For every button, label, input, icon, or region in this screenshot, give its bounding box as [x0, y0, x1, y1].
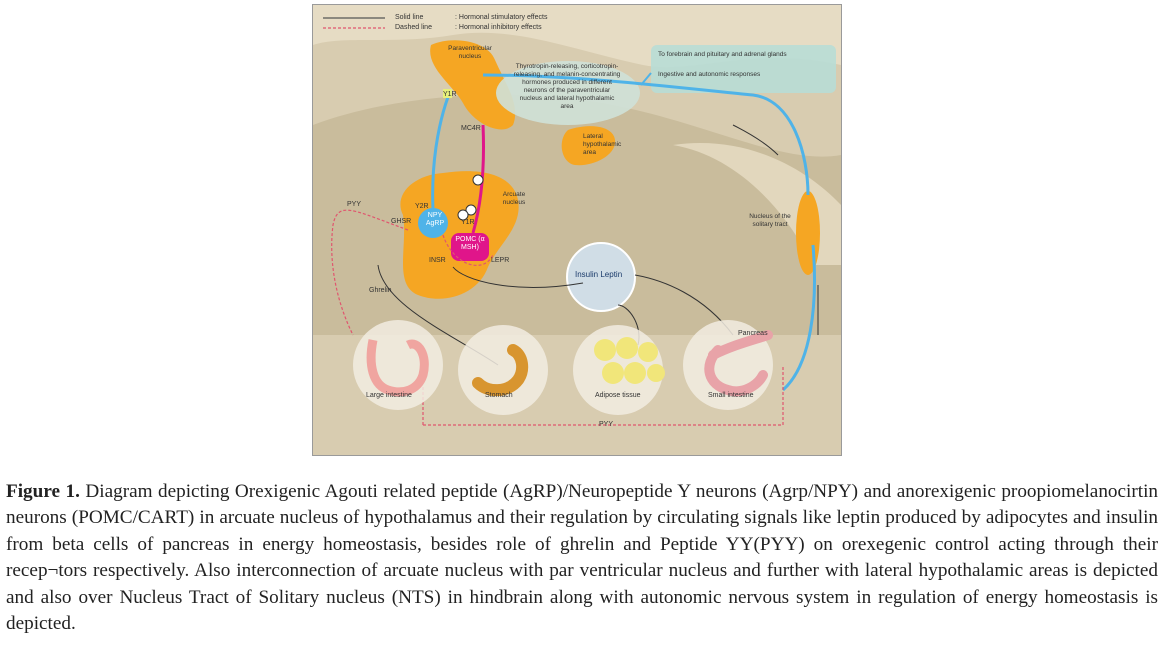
caption-label: Figure 1.	[6, 481, 80, 502]
pomc-to-mc4r-line	[471, 124, 486, 234]
pyy-left-label: PYY	[347, 201, 362, 208]
y1r-receptor-marker	[443, 89, 452, 98]
caption-text: Diagram depicting Orexigenic Agouti rela…	[6, 481, 1158, 635]
adipose-label: Adipose tissue	[595, 392, 641, 399]
pvn-hormones-label: Thyrotropin-releasing, corticotropin-rel…	[513, 63, 621, 110]
npy-agrp-label: NPY AgRP	[425, 212, 445, 227]
pyy-inhibitory-line	[331, 209, 409, 336]
npy-to-pvn-line	[431, 96, 450, 211]
legend-dashed-label: Dashed line	[395, 24, 432, 31]
diagram-figure: Solid line : Hormonal stimulatory effect…	[312, 4, 842, 456]
pomc-neuron	[451, 233, 489, 261]
inhibition-marker-2	[465, 204, 477, 216]
mc4r-label: MC4R	[461, 125, 481, 132]
adipose-icon	[594, 337, 665, 384]
y1r-mid-label: Y1R	[461, 219, 475, 226]
ghrelin-label: Ghrelin	[369, 287, 392, 294]
lepr-label: LEPR	[491, 257, 510, 264]
insulin-leptin-label: Insulin Leptin	[575, 270, 623, 279]
pancreas-intestine-icon	[704, 330, 773, 397]
pomc-label: POMC (α MSH)	[455, 236, 485, 251]
output-box	[651, 45, 836, 93]
legend-dashed-desc: : Hormonal inhibitory effects	[455, 24, 542, 31]
ghsr-label: GHSR	[391, 218, 412, 225]
stomach-bubble	[458, 325, 548, 415]
diagram-artwork	[313, 5, 841, 426]
ghrelin-dashed-line	[442, 234, 494, 266]
large-intestine-label: Large intestine	[366, 392, 412, 399]
paraventricular-nucleus-shape	[430, 40, 516, 130]
pancreas-label: Pancreas	[738, 330, 768, 337]
stomach-label: Stomach	[485, 392, 513, 399]
paraventricular-label: Paraventricular nucleus	[448, 45, 492, 60]
pyy-bottom-line	[423, 365, 784, 426]
legend-solid-label: Solid line	[395, 14, 424, 21]
y1r-top-label: Y1R	[443, 91, 457, 98]
inhibition-marker-1	[472, 174, 484, 186]
figure-caption: Figure 1. Diagram depicting Orexigenic A…	[6, 479, 1158, 637]
nts-shape	[796, 191, 820, 275]
y2r-label: Y2R	[415, 203, 429, 210]
lateral-hypothalamic-label: Lateral hypothalamic area	[583, 133, 622, 156]
brain-arrow	[732, 124, 779, 156]
stomach-icon	[472, 344, 529, 397]
insulin-leptin-bubble	[566, 242, 636, 312]
large-intestine-icon	[366, 339, 429, 397]
insr-label: INSR	[429, 257, 446, 264]
npy-agrp-neuron	[418, 208, 448, 238]
forebrain-label: To forebrain and pituitary and adrenal g…	[658, 51, 787, 58]
pyy-bottom-label: PYY	[599, 421, 614, 428]
arcuate-label: Arcuate nucleus	[502, 191, 526, 206]
small-intestine-label: Small intestine	[708, 392, 754, 399]
inhibition-marker-3	[457, 209, 469, 221]
nts-label: Nucleus of the solitary tract	[749, 213, 791, 228]
nts-to-pancreas-line	[781, 244, 816, 392]
pvn-output-arrow	[640, 72, 652, 86]
ingestive-label: Ingestive and autonomic responses	[658, 71, 761, 78]
legend-solid-desc: : Hormonal stimulatory effects	[455, 14, 548, 21]
insulin-leptin-arrow	[452, 266, 584, 288]
lateral-hypothalamic-shape	[561, 126, 616, 166]
pvn-to-nts-line	[482, 73, 810, 196]
